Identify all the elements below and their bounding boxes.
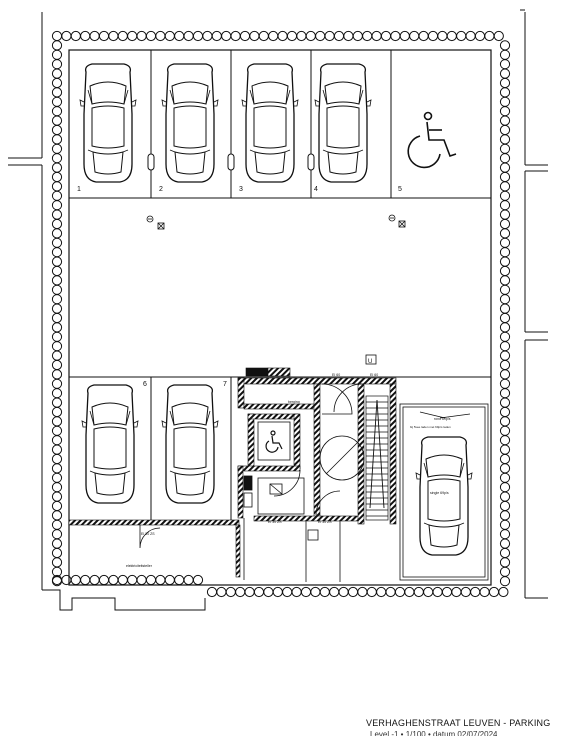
lift-tag-box [365,354,377,365]
plan-title: VERHAGHENSTRAAT LEUVEN - PARKING [366,718,551,728]
parking-wall [68,49,492,586]
spot-number-3: 3 [239,186,243,193]
car-spot-6[interactable] [81,384,139,504]
bottom-parking-row [69,376,491,520]
door-swing-left [139,525,161,549]
columns [147,153,315,171]
hatched-walls [68,367,397,578]
door-rating-a: EI 30 ZS [268,520,282,524]
staircase [365,395,389,521]
ramp-bay [399,403,489,581]
top-parking-row [69,50,491,199]
spot-number-7: 7 [223,381,227,388]
ramp-note-2: bij 5vee laden met 69p/s laden [410,425,451,429]
car-spot-2[interactable] [161,63,219,183]
spot-number-2: 2 [159,186,163,193]
car-spot-1[interactable] [79,63,137,183]
foundation-piles [51,30,511,598]
car-spot-7[interactable] [161,384,219,504]
property-lines [8,9,548,611]
spot-number-4: 4 [314,186,318,193]
lane-fixtures [146,214,406,230]
car-spot-4[interactable] [314,63,372,183]
door-rating-b: EI 30 ZS [318,520,332,524]
wheelchair-icon [407,111,457,169]
plan-subtitle: Level -1 • 1/100 • datum 02/07/2024 [370,730,498,736]
spot-number-5: 5 [398,186,402,193]
door-top-1: EI 60 [332,373,340,377]
ramp-note: rond 69p/s [434,417,451,421]
lift-tag: U [368,359,372,365]
car-ramp[interactable] [415,436,473,556]
storage-label: berging [288,400,300,404]
car-spot-3[interactable] [241,63,299,183]
spot-number-6: 6 [143,381,147,388]
slope-label: single 69p/s [430,491,449,495]
lift-wheelchair-icon [265,430,283,453]
meter-label: elektriciteitsteller [126,564,153,568]
core-rooms [243,383,365,582]
door-rating-left: EI 30 ZS [141,532,155,536]
spot-number-1: 1 [77,186,81,193]
door-top-2: EI 60 [370,373,378,377]
